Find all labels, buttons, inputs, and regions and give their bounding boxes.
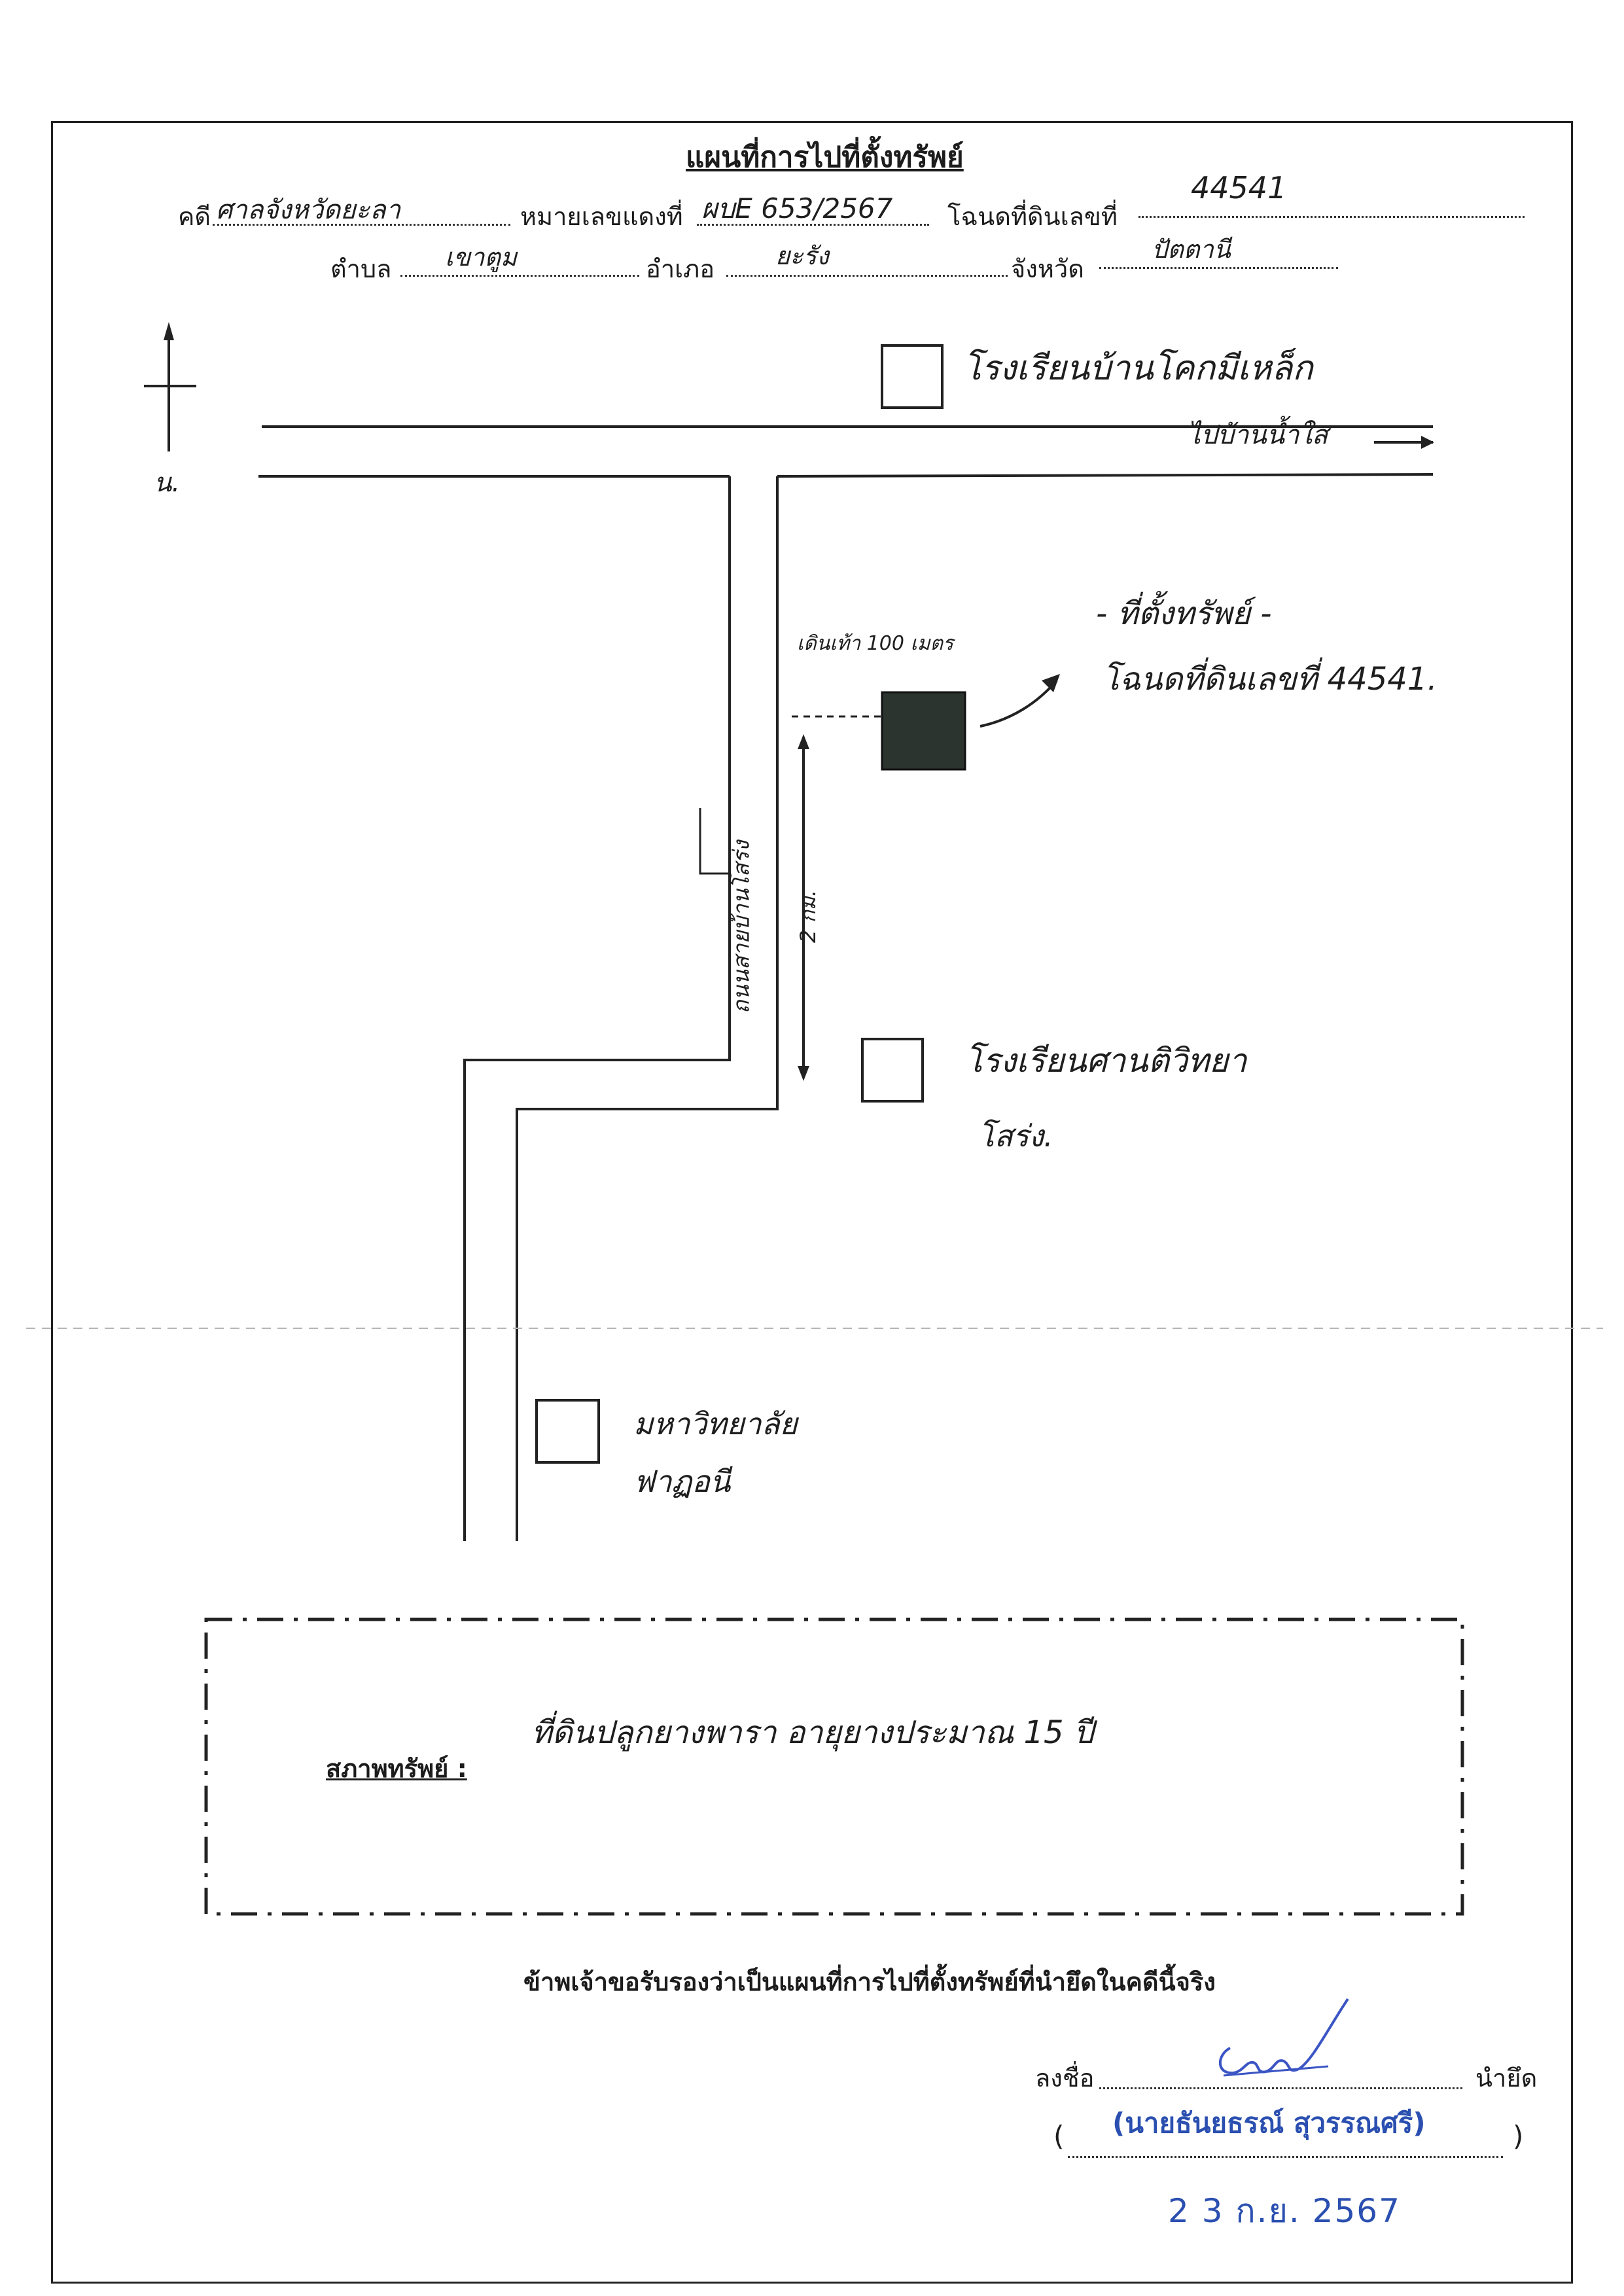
tambon-label: ตำบล: [330, 255, 392, 283]
province-label: จังหวัด: [1011, 255, 1084, 283]
case-value: ศาลจังหวัดยะลา: [216, 195, 401, 225]
deed-dotline: [1139, 216, 1525, 218]
distance-label: 2 กม.: [796, 889, 821, 944]
pointer-arrow-icon: [980, 674, 1060, 728]
walk-distance-label: เดินเท้า 100 เมตร: [797, 632, 954, 655]
province-value: ปัตตานี: [1152, 235, 1231, 264]
paren-open: (: [1053, 2120, 1065, 2152]
road-name-bracket: [699, 808, 730, 875]
university-label-1: มหาวิทยาลัย: [633, 1406, 798, 1441]
school-mid-label-2: โสร่ง.: [978, 1118, 1053, 1154]
document-frame: [51, 121, 1573, 2284]
certification-statement: ข้าพเจ้าขอรับรองว่าเป็นแผนที่การไปที่ตั้…: [523, 1968, 1216, 1996]
tambon-dotline: [400, 275, 639, 277]
deed-value: 44541: [1191, 170, 1287, 205]
case-label: คดี: [178, 202, 211, 231]
deed-label: โฉนดที่ดินเลขที่: [947, 202, 1118, 231]
north-label: น.: [154, 468, 181, 498]
north-arrow-icon: [144, 322, 196, 451]
case-dotline: [213, 224, 510, 226]
sign-label: ลงชื่อ: [1035, 2064, 1095, 2093]
redno-label: หมายเลขแดงที่: [520, 202, 683, 231]
paren-close: ): [1513, 2120, 1524, 2152]
direction-arrow-icon: [1374, 436, 1434, 449]
signature-mark: [1218, 1998, 1349, 2075]
amphoe-value: ยะรัง: [775, 241, 829, 270]
road-direction-label: ไปบ้านน้ำใส: [1188, 420, 1328, 450]
school-mid-marker: [861, 1038, 924, 1103]
property-deed-label: โฉนดที่ดินเลขที่ 44541.: [1103, 661, 1438, 698]
province-dotline: [1099, 267, 1338, 269]
university-marker: [535, 1399, 600, 1464]
condition-label: สภาพทรัพย์ :: [326, 1754, 467, 1783]
condition-value: ที่ดินปลูกยางพารา อายุยางประมาณ 15 ปี: [531, 1714, 1094, 1751]
amphoe-label: อำเภอ: [646, 255, 715, 283]
side-road-right-edge: [516, 476, 779, 1541]
redno-value: ผบE 653/2567: [701, 192, 893, 224]
university-label-2: ฟาฏอนี: [633, 1464, 731, 1499]
name-dotline: [1068, 2156, 1503, 2158]
road-name-label: ถนนสายบ้านโสร่ง: [728, 840, 755, 1014]
tambon-value: เขาตูม: [445, 243, 518, 272]
signature-underline: [1223, 2065, 1329, 2077]
condition-box-border: [204, 1617, 1464, 1916]
property-plot-marker: [881, 691, 966, 771]
document-title: แผนที่การไปที่ตั้งทรัพย์: [686, 141, 964, 174]
side-road-left-edge: [463, 476, 731, 1541]
date-stamp: 2 3 ก.ย. 2567: [1168, 2192, 1401, 2230]
distance-arrow-icon: [798, 734, 809, 1081]
redno-dotline: [697, 224, 929, 226]
school-mid-label-1: โรงเรียนศานติวิทยา: [965, 1042, 1247, 1080]
amphoe-dotline: [726, 275, 1008, 277]
signer-role: นำยึด: [1475, 2064, 1538, 2093]
property-label: - ที่ตั้งทรัพย์ -: [1096, 595, 1272, 632]
school-top-label: โรงเรียนบ้านโคกมีเหล็ก: [963, 349, 1313, 388]
school-top-marker: [881, 344, 944, 409]
signer-name-stamp: (นายธันยธรณ์ สุวรรณศรี): [1112, 2107, 1426, 2139]
signature-dotline: [1099, 2087, 1462, 2089]
main-road-bottom-edge-right: [777, 473, 1434, 478]
